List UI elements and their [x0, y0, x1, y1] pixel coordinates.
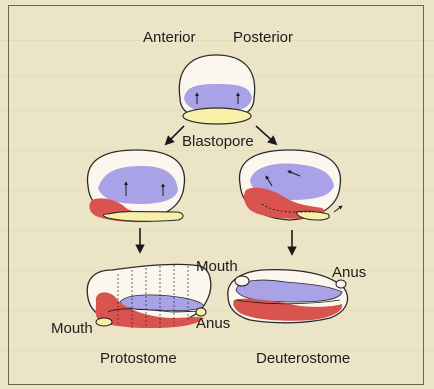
protostome-embryo [87, 264, 211, 328]
caption-protostome: Protostome [100, 350, 177, 367]
label-mouth-protostome: Mouth [51, 320, 93, 337]
label-anus-protostome: Anus [196, 315, 230, 332]
gastrula-top [179, 55, 254, 124]
embryo-mid-left [87, 150, 184, 222]
arrow-right [256, 126, 276, 144]
label-blastopore: Blastopore [182, 133, 254, 150]
label-mouth-deuterostome: Mouth [196, 258, 238, 275]
deuterostome-embryo [228, 270, 348, 323]
label-anterior: Anterior [143, 29, 196, 46]
caption-deuterostome: Deuterostome [256, 350, 350, 367]
embryo-mid-right [239, 150, 342, 220]
label-posterior: Posterior [233, 29, 293, 46]
label-anus-deuterostome: Anus [332, 264, 366, 281]
